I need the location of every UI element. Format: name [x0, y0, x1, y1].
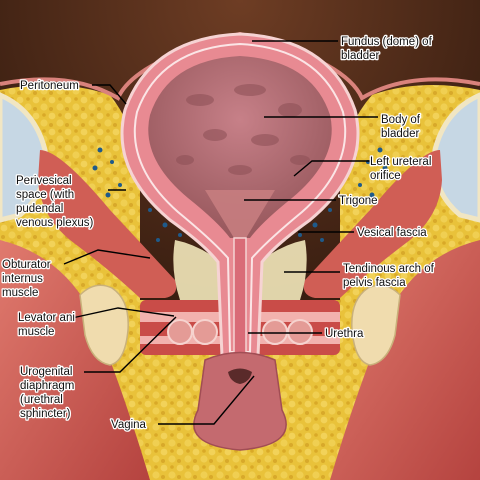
- right-tendinous-arch: [255, 240, 307, 300]
- label-levator-ani: Levator ani muscle: [18, 312, 78, 338]
- label-urogenital-diaphragm: Urogenital diaphragm (urethral sphincter…: [20, 366, 78, 420]
- venous-plexus: [92, 147, 388, 242]
- leader-vagina: [158, 375, 255, 425]
- left-tendinous-arch: [173, 240, 225, 300]
- right-outer-muscle: [330, 240, 480, 480]
- right-pubic-bone: [351, 284, 401, 366]
- vagina: [193, 351, 287, 451]
- urethra: [233, 237, 247, 357]
- right-femoral-head: [431, 92, 480, 223]
- trigone: [205, 190, 275, 238]
- sphincter-fiber: [167, 319, 193, 345]
- right-obturator-muscle: [303, 150, 442, 298]
- left-pubic-bone: [79, 284, 129, 366]
- label-perivesical-space: Perivesical space (with pudendal venous …: [16, 175, 94, 229]
- label-obturator-internus: Obturator internus muscle: [2, 259, 54, 299]
- label-trigone: Trigone: [339, 195, 378, 207]
- leader-obturator: [63, 249, 151, 265]
- left-obturator-muscle: [38, 150, 177, 298]
- left-outer-muscle: [0, 240, 150, 480]
- leader-levator: [71, 307, 175, 319]
- label-fundus: Fundus (dome) of bladder: [341, 36, 435, 62]
- label-urethra: Urethra: [325, 328, 364, 340]
- leader-urogenital: [84, 316, 177, 373]
- sphincter-fiber: [192, 319, 218, 345]
- bladder-rugae: [176, 84, 310, 175]
- sphincter-fiber: [287, 319, 313, 345]
- leader-ureteral: [293, 160, 370, 177]
- label-peritoneum: Peritoneum: [20, 80, 79, 92]
- vaginal-lumen: [228, 368, 252, 384]
- label-tendinous-arch: Tendinous arch of pelvis fascia: [343, 263, 437, 289]
- label-ureteral-orifice: Left ureteral orifice: [370, 156, 435, 182]
- sphincter-fiber: [262, 319, 288, 345]
- label-vagina: Vagina: [111, 419, 147, 431]
- leader-peritoneum: [92, 84, 127, 105]
- label-vesical-fascia: Vesical fascia: [357, 227, 427, 239]
- label-body-of-bladder: Body of bladder: [381, 114, 423, 140]
- leader-lines: [63, 40, 378, 425]
- left-femoral-head: [0, 92, 49, 223]
